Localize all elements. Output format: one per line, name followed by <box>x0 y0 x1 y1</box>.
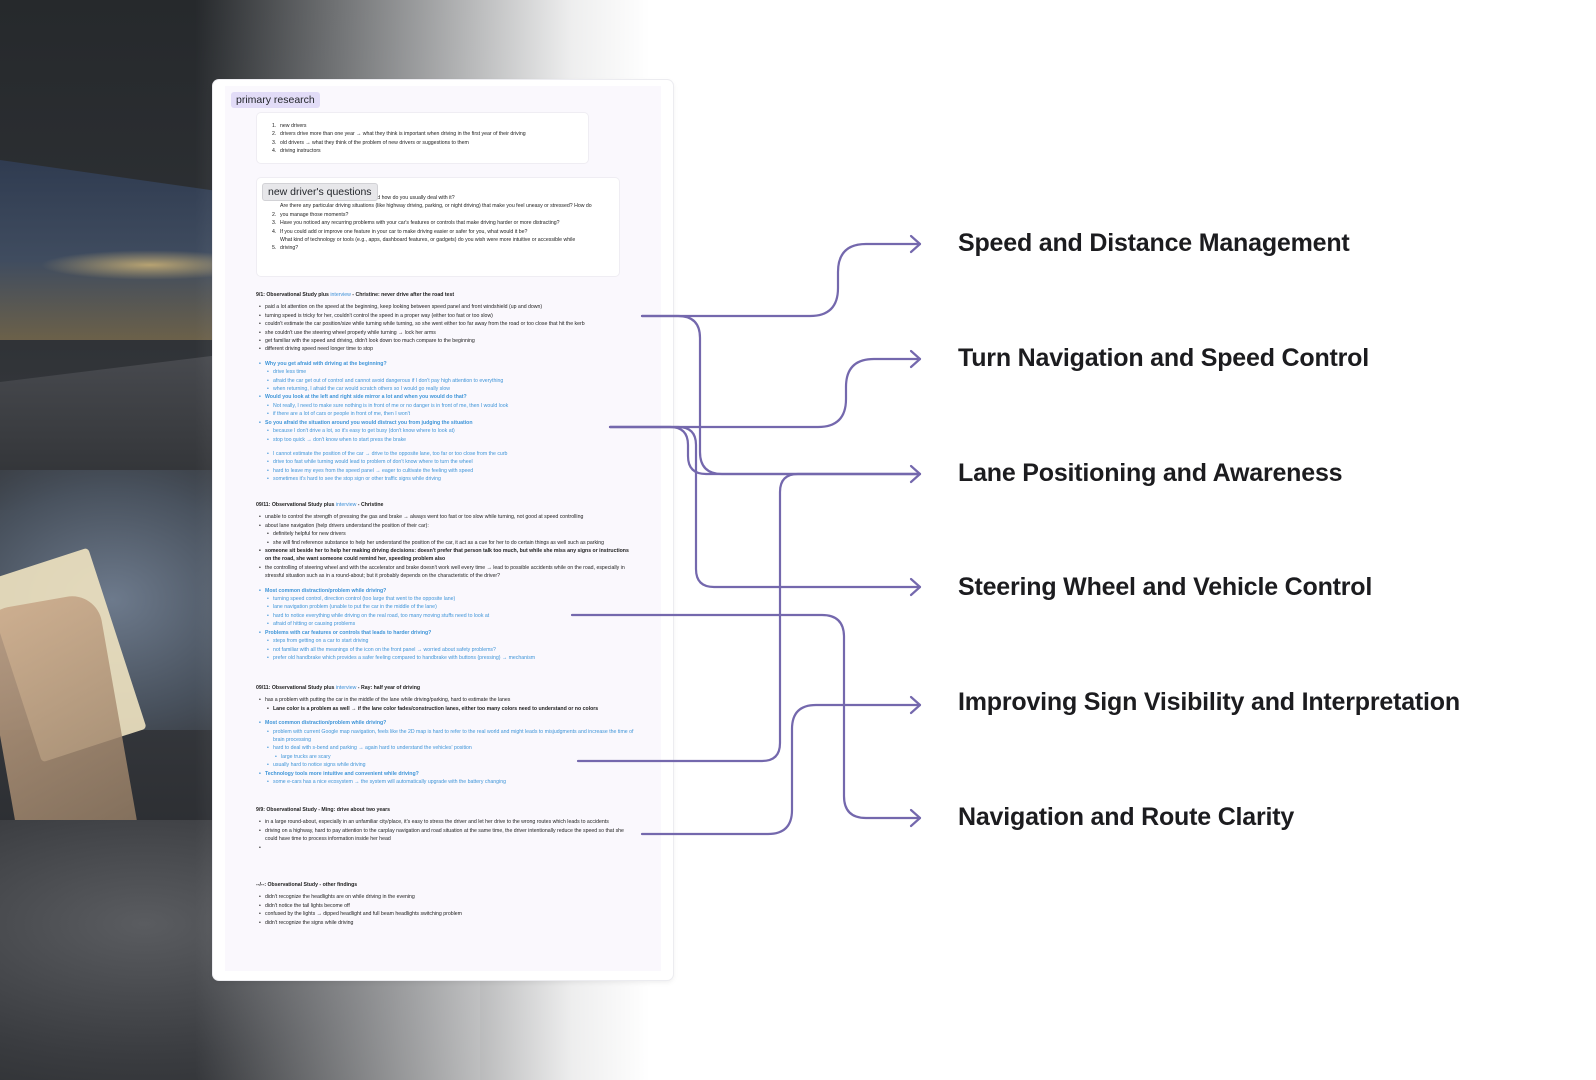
theme-steering-control: Steering Wheel and Vehicle Control <box>958 573 1372 602</box>
theme-speed-distance: Speed and Distance Management <box>958 229 1350 258</box>
connector-turn-navigation <box>610 359 920 427</box>
theme-route-clarity: Navigation and Route Clarity <box>958 803 1294 832</box>
connector-speed-distance <box>642 244 920 316</box>
connector-route-clarity <box>572 615 920 818</box>
connector-lane-3 <box>578 474 920 761</box>
theme-sign-visibility: Improving Sign Visibility and Interpreta… <box>958 688 1460 717</box>
theme-lane-positioning: Lane Positioning and Awareness <box>958 459 1342 488</box>
connector-lane-1 <box>642 316 920 474</box>
connector-lane-2 <box>610 427 920 474</box>
theme-turn-navigation: Turn Navigation and Speed Control <box>958 344 1369 373</box>
connector-steering <box>610 427 920 587</box>
